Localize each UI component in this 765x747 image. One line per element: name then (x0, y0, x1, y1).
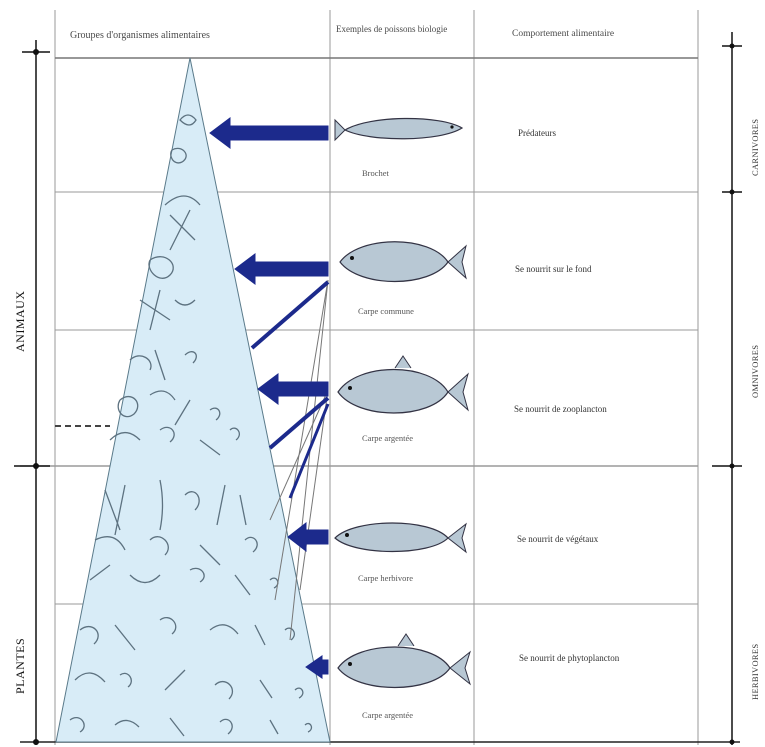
fish-icon (338, 356, 468, 413)
fish-label: Carpe argentée (362, 710, 413, 720)
right-axis (712, 32, 742, 745)
arrow-left-icon (288, 523, 328, 551)
header-col3: Comportement alimentaire (512, 29, 614, 39)
axis-node (730, 740, 735, 745)
animals-label: ANIMAUX (13, 291, 27, 353)
behavior-text: Se nourrit de phytoplancton (519, 653, 620, 663)
fish-label: Carpe argentée (362, 433, 413, 443)
axis-node (33, 739, 39, 745)
header-col2: Exemples de poissons biologie (336, 24, 447, 34)
arrow-left-icon (210, 118, 328, 148)
axis-node (730, 190, 735, 195)
fish-label: Carpe commune (358, 306, 414, 316)
fish-label: Brochet (362, 168, 390, 178)
axis-node (33, 49, 39, 55)
fish-icon (340, 242, 466, 282)
carnivores-label: CARNIVORES (750, 119, 760, 176)
header-col1: Groupes d'organismes alimentaires (70, 30, 210, 41)
fish-icon (335, 118, 462, 140)
arrow-left-icon (235, 254, 328, 284)
behavior-text: Se nourrit de végétaux (517, 534, 599, 544)
fish-icon (338, 634, 470, 688)
omnivores-label: OMNIVORES (750, 345, 760, 398)
plants-label: PLANTES (13, 638, 27, 694)
behavior-text: Se nourrit sur le fond (515, 264, 592, 274)
herbivores-label: HERBIVORES (750, 644, 760, 700)
fish-icon (335, 523, 466, 552)
axis-node (730, 464, 735, 469)
axis-node (730, 44, 735, 49)
fish-label: Carpe herbivore (358, 573, 413, 583)
behavior-text: Prédateurs (518, 128, 556, 138)
axis-node (33, 463, 39, 469)
behavior-text: Se nourrit de zooplancton (514, 404, 607, 414)
